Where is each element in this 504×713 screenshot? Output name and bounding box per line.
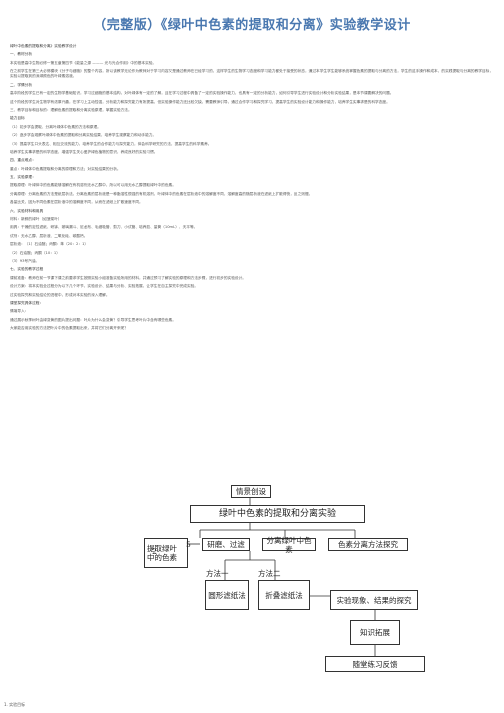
paragraph-line: 试剂：无水乙醇、层析液、二氧化硅、碳酸钙。	[10, 233, 88, 238]
paragraph-line: 三、教学目标和目标的：理解色素的提取和分离实验原理，掌握实验方法。	[10, 107, 132, 112]
knowledge-extension-box: 知识拓展	[350, 620, 400, 645]
extract-pigment-box: 提取绿叶 中的色素	[144, 538, 188, 568]
section-heading: 能力目标	[10, 116, 25, 121]
paragraph-line: 这个阶段的学生对生物学有浓厚兴趣，在学习上主动性强，分析能力和探究能力有所提高，…	[10, 99, 390, 104]
section-heading: 课堂探究具体过程：	[10, 300, 44, 305]
section-heading: 绿叶中色素的提取和分离》实验教学设计	[10, 44, 77, 48]
section-heading: 五、实验原理：	[10, 175, 36, 180]
paragraph-line: 各量比关，因为不同色素在层析液中的溶解度不同，从而在滤纸上扩散速度不同。	[10, 200, 143, 205]
section-heading: 一、教材分析	[10, 52, 33, 57]
section-heading: 六、实验材料和用具	[10, 208, 44, 213]
section-heading: 四、重点难点：	[10, 158, 36, 163]
paragraph-line: （1）初步学会提取、分离叶绿体中色素的方法和原理。	[10, 124, 101, 129]
paragraph-line: 过实验探究和实验结论的进程中，形成对本实验的深入理解。	[10, 292, 110, 297]
method-two-box: 折叠滤纸法	[258, 580, 310, 610]
paragraph-line: （2）石油醚；丙酮（10：1）	[10, 250, 60, 255]
step-grind-box: 研磨、过滤	[202, 538, 250, 551]
paragraph-line: 分离原理：分离色素的方法是纸层析法。分离色素的层析液是一种脂溶性很强的有机溶剂，…	[10, 191, 313, 196]
paragraph-line: 课前准备：教师在前一节课下课之前要求学生按照实验小组准备实验所用的材料，并通过预…	[10, 275, 246, 280]
section-heading: 二、学情分析	[10, 82, 33, 87]
paragraph-line: 设计方案：将本实验全过程分为以下几个环节，实验设计、结果与分析、实验拓展，让学生…	[10, 284, 199, 289]
paragraph-line: 通过展示秋季树叶由绿变黄的图片提出问题：叶片为什么会变黄？引导学生思考叶片中含有…	[10, 317, 176, 322]
step-explore-box: 色素分离方法探究	[328, 538, 408, 551]
paragraph-line: 大家能否用实验的方法把叶片中的色素提取出来，并将它们分离开来呢？	[10, 326, 128, 331]
paragraph-line: 用具：干燥的定性滤纸、研钵、玻璃漏斗、尼龙布、毛细吸管、剪刀、小试管、培养皿、量…	[10, 225, 198, 230]
paragraph-line: 在之前学生在第三大必修模块《分子与细胞》的整个内容，所以该教学无论作为教师对于学…	[10, 69, 494, 79]
connector-label-2: 2	[152, 547, 157, 556]
paragraph-line: 高中阶段的学生已有一定的生物学基础知识，学习过细胞的基本结构，对叶绿体有一定的了…	[10, 91, 394, 96]
connector-label: 5	[186, 540, 191, 549]
paragraph-line: 重点：叶绿体中色素提取和分离的原理和方法；对实验结果的分析。	[10, 166, 121, 171]
method-one-box: 圆形滤纸法	[205, 580, 249, 610]
step-separate-box: 分离绿叶中色素	[262, 536, 316, 554]
document-body: 绿叶中色素的提取和分离》实验教学设计一、教材分析本实验是高中生物必修一第五章第四…	[10, 44, 496, 334]
method-two-label: 方法二	[258, 569, 281, 578]
paragraph-line: 本实验是高中生物必修一第五章第四节《能量之源 ——— 光与光合作用》中的基本实验…	[10, 60, 157, 65]
paragraph-line: 提取原理：叶绿体中的色素能够溶解在有机溶剂无水乙醇中，所以可以用无水乙醇提取绿叶…	[10, 183, 176, 188]
practice-feedback-box: 随堂练习反馈	[325, 656, 425, 672]
paragraph-line: （3）提高学生口头表达、相互交流的能力，培养学生的合作能力与探究能力，体会科学研…	[10, 141, 212, 146]
main-title-box: 绿叶中色素的提取和分离实验	[190, 505, 365, 523]
paragraph-line: （3）93号汽油。	[10, 258, 40, 263]
result-explore-box: 实验现象、结果的探究	[330, 590, 418, 610]
section-heading: 七、实验的教学过程	[10, 267, 44, 272]
paragraph-line: 层析液：（1）石油醚；丙酮：苯（20：2：1）	[10, 242, 89, 247]
paragraph-line: （2）逐步学会观察叶绿体中色素的提取和分离实验结果，培养学生观察能力和动手能力。	[10, 133, 157, 138]
footer-text: 1. 实验目标	[4, 702, 26, 707]
page-title: （完整版）《绿叶中色素的提取和分离》实验教学设计	[93, 18, 411, 33]
scenario-box: 情景创设	[231, 485, 271, 498]
paragraph-line: 情境导入：	[10, 309, 29, 314]
paragraph-line: 材料：新鲜的绿叶（如菠菜叶）	[10, 217, 62, 222]
method-one-label: 方法一	[206, 569, 229, 578]
paragraph-line: 培养学生实事求是的科学态度，增强学生关心爱护绿色植物的意识，养成良好的实验习惯。	[10, 149, 158, 154]
